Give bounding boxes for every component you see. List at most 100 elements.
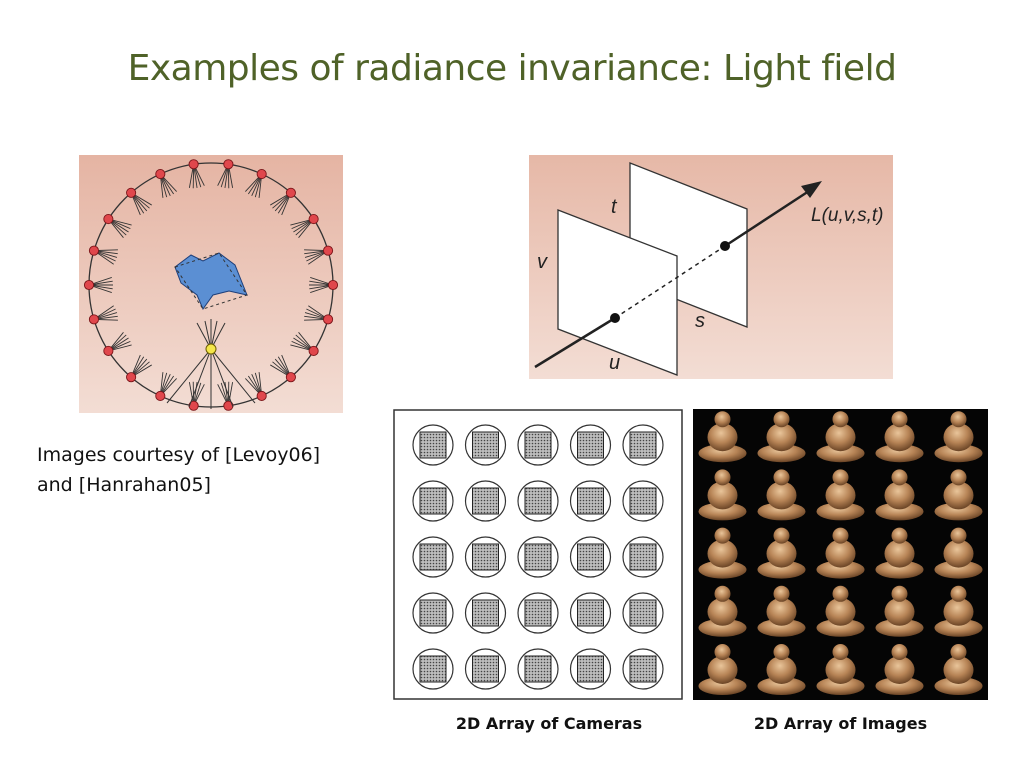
- st-intersection-dot: [720, 241, 730, 251]
- statue-image-cell: [698, 585, 747, 637]
- image-array-diagram: [693, 409, 988, 700]
- camera-sphere-figure: [79, 155, 343, 413]
- statue-head: [950, 411, 967, 428]
- statue-body: [707, 539, 738, 568]
- statue-body: [884, 481, 915, 510]
- statue-image-cell: [934, 411, 983, 463]
- camera-sensor: [472, 487, 499, 515]
- statue-head: [714, 469, 731, 486]
- statue-head: [891, 644, 908, 660]
- viewpoint-dot: [205, 343, 217, 355]
- label-u: u: [609, 352, 620, 374]
- camera-cell: [517, 536, 559, 578]
- statue-body: [884, 539, 915, 568]
- statue-base: [875, 677, 924, 695]
- statue-base: [757, 560, 806, 579]
- camera-cell: [464, 648, 507, 690]
- camera-cell: [569, 592, 612, 634]
- camera-sensor: [629, 655, 657, 683]
- two-plane-diagram: t v s u L(u,v,s,t): [529, 155, 893, 379]
- statue-image-cell: [934, 469, 983, 521]
- statue-image-cell: [875, 527, 924, 579]
- camera-cell: [622, 648, 664, 690]
- statue-image-cell: [875, 644, 924, 695]
- camera-sensor: [472, 431, 499, 459]
- ray-arrowhead: [801, 181, 822, 198]
- camera-dot: [88, 245, 99, 256]
- camera-dot: [103, 345, 114, 357]
- statue-base: [698, 618, 747, 637]
- statue-head: [950, 469, 967, 486]
- camera-cell: [517, 592, 559, 634]
- statue-head: [773, 585, 790, 602]
- statue-body: [825, 481, 856, 510]
- statue-image-cell: [816, 469, 865, 521]
- statue-head: [832, 644, 849, 660]
- camera-sensor: [629, 431, 657, 459]
- camera-cell: [622, 480, 664, 522]
- caption-line-2: and [Hanrahan05]: [37, 474, 211, 496]
- camera-sensor: [577, 431, 604, 459]
- statue-body: [943, 656, 974, 684]
- camera-dot: [103, 213, 114, 225]
- statue-body: [943, 597, 974, 626]
- camera-sensor: [524, 543, 552, 571]
- label-radiance: L(u,v,s,t): [811, 205, 884, 226]
- camera-sensor: [472, 655, 499, 683]
- statue-image-cell: [698, 527, 747, 579]
- camera-sensor: [419, 599, 447, 627]
- camera-sensor: [524, 599, 552, 627]
- statue-body: [707, 423, 738, 452]
- statue-base: [757, 618, 806, 637]
- statue-base: [934, 677, 983, 695]
- statue-base: [816, 618, 865, 637]
- statue-base: [698, 502, 747, 521]
- statue-body: [707, 597, 738, 626]
- statue-image-cell: [934, 527, 983, 579]
- ray-segment-front: [534, 316, 616, 369]
- camera-cell: [412, 536, 454, 578]
- statue-base: [816, 502, 865, 521]
- scene-object: [174, 252, 248, 311]
- statue-body: [766, 656, 797, 684]
- statue-body: [766, 539, 797, 568]
- statue-body: [943, 539, 974, 568]
- statue-head: [773, 411, 790, 428]
- camera-sensor: [419, 431, 447, 459]
- camera-cell: [464, 480, 507, 522]
- statue-body: [825, 423, 856, 452]
- statue-base: [875, 444, 924, 463]
- statue-image-cell: [757, 469, 806, 521]
- camera-sensor: [629, 599, 657, 627]
- camera-sensor: [577, 487, 604, 515]
- camera-dot: [308, 213, 319, 225]
- statue-body: [884, 597, 915, 626]
- camera-dot: [256, 168, 267, 180]
- statue-image-cell: [875, 411, 924, 463]
- camera-sensor: [577, 543, 604, 571]
- camera-array-label: 2D Array of Cameras: [455, 714, 643, 733]
- image-credit-caption: Images courtesy of [Levoy06] and [Hanrah…: [37, 440, 377, 500]
- statue-head: [891, 411, 908, 428]
- statue-head: [891, 527, 908, 544]
- statue-body: [825, 656, 856, 684]
- camera-sensor: [629, 543, 657, 571]
- camera-cell: [622, 592, 664, 634]
- statue-body: [884, 423, 915, 452]
- camera-cell: [622, 536, 664, 578]
- statue-image-cell: [934, 644, 983, 695]
- camera-cell: [517, 480, 559, 522]
- camera-dot: [126, 187, 137, 198]
- statue-head: [773, 527, 790, 544]
- label-v: v: [537, 251, 548, 273]
- statue-base: [816, 560, 865, 579]
- statue-image-cell: [698, 644, 747, 695]
- camera-grid: [412, 424, 664, 690]
- slide-title: Examples of radiance invariance: Light f…: [127, 48, 897, 89]
- statue-base: [698, 677, 747, 695]
- camera-sensor: [577, 599, 604, 627]
- statue-image-cell: [816, 527, 865, 579]
- camera-dot: [323, 314, 334, 325]
- label-t: t: [611, 196, 618, 218]
- camera-cell: [569, 648, 612, 690]
